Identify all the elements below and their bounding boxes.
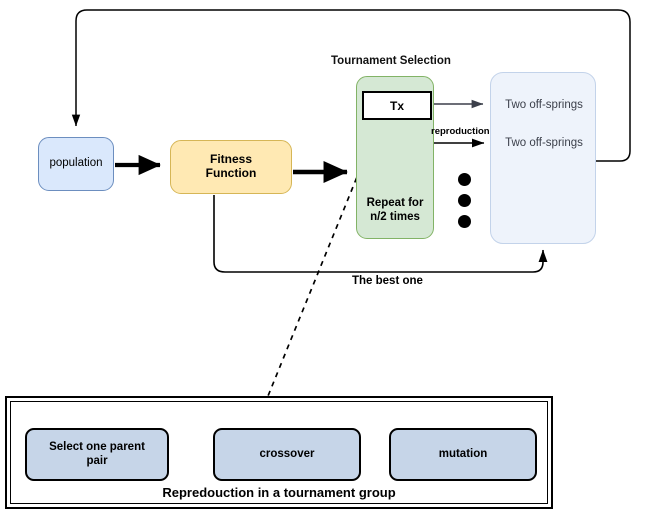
edge-offspring-to-population	[71, 9, 631, 162]
repeat-n-half-label: Repeat for n/2 times	[360, 196, 430, 225]
edge-label-reproduction: reproduction	[431, 126, 490, 137]
repeat-label-line2: n/2 times	[370, 211, 420, 224]
edge-best-one	[213, 195, 548, 273]
fitness-label-line2: Function	[205, 166, 257, 180]
step-select-parent-pair[interactable]: Select one parent pair	[25, 428, 169, 481]
ellipsis-dot-icon	[458, 194, 471, 207]
reproduction-detail-panel: Select one parent pair crossover mutatio…	[5, 396, 553, 509]
ellipsis-dot-icon	[458, 173, 471, 186]
detail-panel-caption: Repredouction in a tournament group	[162, 485, 396, 500]
step-1-line1: Select one parent	[49, 440, 145, 453]
edge-label-best-one: The best one	[352, 275, 423, 287]
node-tx[interactable]: Tx	[362, 91, 432, 120]
node-population[interactable]: population	[38, 137, 114, 191]
reproduction-detail-panel-inner: Select one parent pair crossover mutatio…	[10, 401, 548, 504]
repeat-label-line1: Repeat for	[366, 197, 424, 209]
ellipsis-dot-icon	[458, 215, 471, 228]
offspring-item-2: Two off-springs	[505, 137, 583, 149]
node-offspring-pool[interactable]	[490, 72, 596, 244]
step-crossover[interactable]: crossover	[213, 428, 361, 481]
offspring-item-1: Two off-springs	[505, 99, 583, 111]
tournament-selection-label: Tournament Selection	[331, 55, 451, 67]
step-1-line2: pair	[86, 454, 108, 467]
node-fitness-function[interactable]: Fitness Function	[170, 140, 292, 194]
step-mutation[interactable]: mutation	[389, 428, 537, 481]
fitness-label-line1: Fitness	[209, 152, 252, 167]
